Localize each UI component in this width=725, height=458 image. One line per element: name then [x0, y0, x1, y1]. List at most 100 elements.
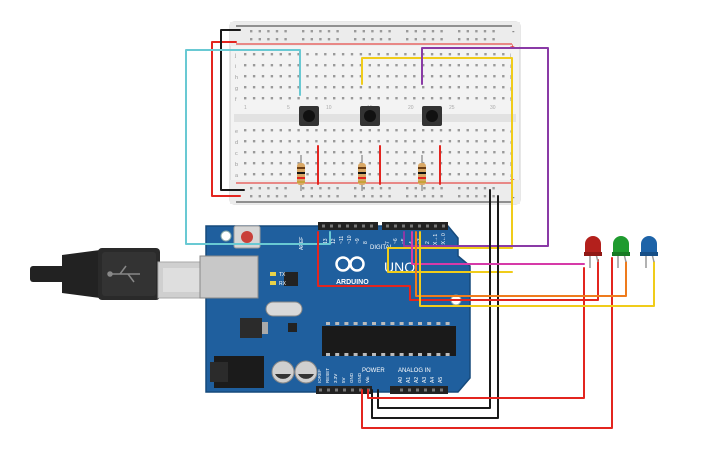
header-pin[interactable] — [434, 224, 437, 228]
breadboard-hole — [354, 38, 357, 41]
header-pin[interactable] — [442, 224, 445, 228]
top-rail-minus-label: - — [512, 27, 515, 36]
header-pin[interactable] — [440, 388, 443, 392]
svg-text:i: i — [235, 64, 236, 70]
breadboard-hole — [404, 173, 407, 176]
svg-text:5V: 5V — [341, 377, 346, 383]
breadboard-hole — [252, 151, 256, 154]
push-button-3[interactable] — [422, 106, 442, 126]
svg-text:30: 30 — [490, 105, 496, 111]
breadboard-hole — [306, 75, 309, 78]
breadboard-hole — [288, 129, 291, 132]
breadboard-hole — [422, 151, 425, 154]
breadboard-hole — [406, 38, 409, 41]
digital-label: DIGITAL — [370, 245, 394, 251]
breadboard-hole — [483, 195, 487, 198]
breadboard-hole — [430, 53, 434, 56]
header-pin[interactable] — [351, 388, 354, 392]
breadboard-hole — [258, 30, 261, 33]
breadboard-hole — [258, 38, 261, 41]
header-pin[interactable] — [394, 224, 397, 228]
header-pin[interactable] — [319, 388, 322, 392]
mcu-leg — [445, 353, 450, 356]
header-pin[interactable] — [335, 388, 338, 392]
breadboard-hole — [250, 195, 253, 198]
header-pin[interactable] — [370, 224, 373, 228]
header-pin[interactable] — [346, 224, 349, 228]
breadboard-hole — [333, 173, 336, 176]
header-pin[interactable] — [338, 224, 341, 228]
header-pin[interactable] — [343, 388, 346, 392]
breadboard-hole — [288, 86, 291, 89]
wire-black-rail-link — [220, 29, 245, 191]
header-pin[interactable] — [354, 224, 357, 228]
wire-purple-button3 — [403, 47, 549, 247]
breadboard-hole — [368, 64, 371, 67]
breadboard-hole — [315, 151, 318, 154]
header-pin[interactable] — [330, 224, 333, 228]
header-pin[interactable] — [359, 388, 362, 392]
breadboard-hole — [439, 140, 443, 143]
breadboard-hole — [493, 173, 496, 176]
breadboard-hole — [244, 140, 247, 143]
breadboard-hole — [502, 97, 505, 100]
breadboard-hole — [493, 64, 496, 67]
arduino-infinity-logo-icon — [335, 256, 365, 272]
breadboard-hole — [368, 151, 371, 154]
breadboard-hole — [279, 129, 282, 132]
header-pin[interactable] — [426, 224, 429, 228]
resistor-1 — [297, 155, 305, 191]
breadboard-hole — [492, 38, 495, 41]
reset-button-cap[interactable] — [241, 231, 253, 243]
mcu-leg — [362, 353, 367, 356]
mcu-leg — [408, 353, 413, 356]
breadboard-hole — [458, 195, 461, 198]
breadboard-hole — [466, 75, 469, 78]
header-pin[interactable] — [410, 224, 413, 228]
breadboard-hole — [252, 173, 256, 176]
header-pin[interactable] — [424, 388, 427, 392]
breadboard-hole — [261, 53, 265, 56]
header-pin[interactable] — [416, 388, 419, 392]
breadboard-hole — [448, 140, 452, 143]
header-pin[interactable] — [327, 388, 330, 392]
breadboard-hole — [404, 151, 407, 154]
breadboard-hole — [333, 97, 336, 100]
push-button-2[interactable] — [360, 106, 380, 126]
tx-led — [270, 272, 276, 276]
mcu-leg — [362, 322, 367, 325]
breadboard-hole — [466, 64, 469, 67]
header-pin[interactable] — [362, 224, 365, 228]
breadboard-hole — [484, 64, 487, 67]
analog-in-label: ANALOG IN — [398, 368, 431, 374]
breadboard-hole — [261, 140, 265, 143]
breadboard-hole — [270, 86, 274, 89]
pin-label-1: TX→1 — [433, 234, 439, 248]
digital-header-right — [382, 222, 448, 230]
header-pin[interactable] — [322, 224, 325, 228]
breadboard-hole — [466, 162, 469, 165]
breadboard-hole — [379, 187, 383, 190]
header-pin[interactable] — [418, 224, 421, 228]
header-pin[interactable] — [386, 224, 389, 228]
breadboard-hole — [275, 195, 279, 198]
header-pin[interactable] — [402, 224, 405, 228]
header-pin[interactable] — [400, 388, 403, 392]
breadboard-hole — [475, 187, 478, 190]
header-pin[interactable] — [432, 388, 435, 392]
rx-led — [270, 281, 276, 285]
breadboard-hole — [502, 86, 505, 89]
small-chip — [288, 323, 297, 332]
push-button-1[interactable] — [299, 106, 319, 126]
breadboard-hole — [315, 53, 318, 56]
breadboard-hole — [448, 97, 452, 100]
breadboard-hole — [368, 173, 371, 176]
breadboard-hole — [279, 173, 282, 176]
breadboard-hole — [413, 129, 416, 132]
breadboard-hole — [252, 75, 256, 78]
header-pin[interactable] — [408, 388, 411, 392]
breadboard-hole — [252, 53, 256, 56]
breadboard-hole — [350, 75, 354, 78]
mcu-leg — [418, 353, 422, 356]
breadboard-hole — [244, 129, 247, 132]
